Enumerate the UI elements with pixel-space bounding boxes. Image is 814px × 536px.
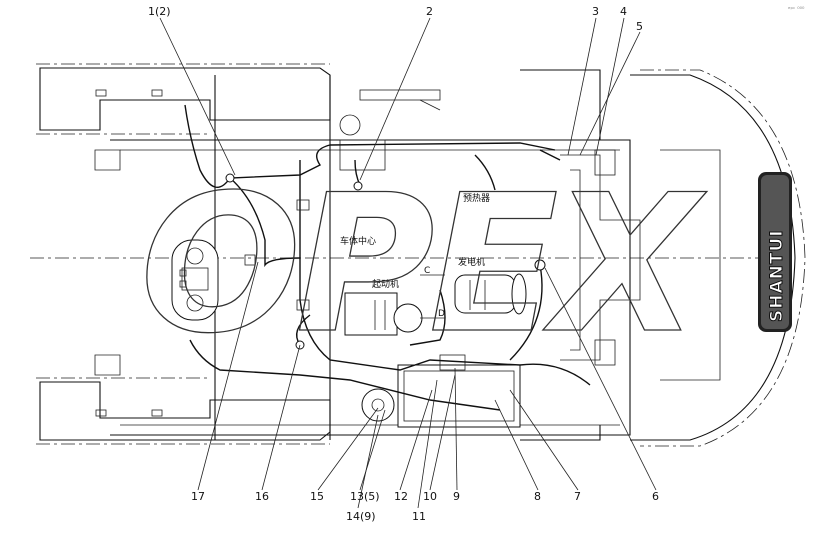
callout-4: 4 [620,5,627,18]
callout-1: 1(2) [148,5,171,18]
generator-label: 发电机 [458,256,485,268]
leader-lines [159,17,657,509]
upper-track [36,63,331,135]
callout-12: 12 [394,490,408,503]
callout-11: 11 [412,510,426,523]
lower-track [36,377,331,445]
callout-2: 2 [426,5,433,18]
wiring-harness [184,104,591,411]
callout-5: 5 [636,20,643,33]
callout-6: 6 [652,490,659,503]
callout-17: 17 [191,490,205,503]
counterweight: SHANTUI [630,69,806,447]
battery-box [361,354,521,428]
engine-area [339,89,441,171]
preheater-label: 预热器 [463,192,490,204]
callout-9: 9 [453,490,460,503]
c-marker: C [424,266,430,276]
starter-label: 起动机 [372,278,399,290]
callout-8: 8 [534,490,541,503]
watermark: OPEX [140,154,708,375]
callouts: 1(2) 2 3 4 5 6 7 8 9 10 11 12 13(5) 14(9… [148,5,659,523]
corner-mark: ᵉᵖᶜ ⁰⁰⁰ [788,6,805,13]
callout-14: 14(9) [346,510,376,523]
brand-text: SHANTUI [767,229,787,322]
callout-7: 7 [574,490,581,503]
callout-15: 15 [310,490,324,503]
callout-10: 10 [423,490,437,503]
callout-3: 3 [592,5,599,18]
body-center-label: 车体中心 [340,235,376,247]
dashboard-panel [171,239,219,321]
callout-16: 16 [255,490,269,503]
generator [454,273,527,315]
d-marker: D [438,309,445,319]
starter-motor [344,292,423,336]
callout-13: 13(5) [350,490,380,503]
